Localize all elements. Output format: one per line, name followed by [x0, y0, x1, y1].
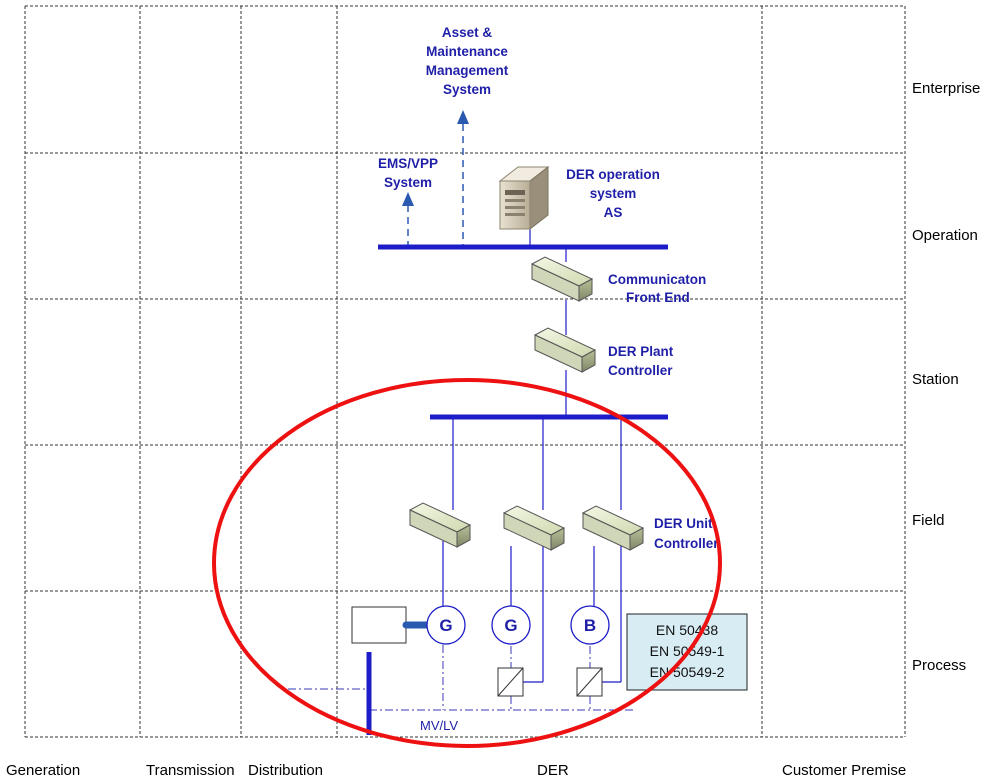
generator-2-label: G	[504, 616, 517, 635]
arrow-up-icon	[457, 110, 469, 124]
node-label-line: DER Plant	[608, 344, 674, 359]
node-label-line: DER operation	[566, 167, 660, 182]
network-links	[442, 228, 622, 683]
node-label-line: system	[590, 186, 637, 201]
ems-vpp-label: EMS/VPP System	[378, 156, 438, 190]
der-unit-controller-label: DER Unit Controller	[654, 516, 719, 551]
generator-unit-2: G	[491, 605, 531, 645]
inverter-2	[576, 667, 603, 697]
domain-label-generation: Generation	[6, 762, 80, 779]
domain-label-der: DER	[537, 762, 569, 779]
node-label-line: Front End	[626, 290, 690, 305]
node-label-line: AS	[604, 205, 623, 220]
zone-label-field: Field	[912, 512, 945, 529]
standard-item: EN 50438	[656, 622, 718, 638]
domain-label-distribution: Distribution	[248, 762, 323, 779]
generator-icon	[426, 605, 466, 645]
node-label-line: System	[443, 82, 491, 97]
node-label-line: Maintenance	[426, 44, 508, 59]
node-label-line: EMS/VPP	[378, 156, 438, 171]
der-plant-controller-label: DER Plant Controller	[608, 344, 674, 378]
standard-item: EN 50549-2	[650, 664, 725, 680]
zone-label-process: Process	[912, 657, 966, 674]
unit-controller-device	[502, 505, 566, 551]
generator-icon	[491, 605, 531, 645]
mvlv-label: MV/LV	[420, 718, 458, 733]
unit-controller-device	[408, 502, 472, 548]
zone-label-operation: Operation	[912, 227, 978, 244]
inverter-1	[497, 667, 524, 697]
battery-label: B	[584, 616, 596, 635]
highlight-ellipse	[212, 378, 722, 748]
der-operation-label: DER operation system AS	[566, 167, 660, 220]
zone-label-enterprise: Enterprise	[912, 80, 980, 97]
plant-controller-device	[533, 327, 597, 373]
domain-label-transmission: Transmission	[146, 762, 235, 779]
node-label-line: System	[384, 175, 432, 190]
comm-front-end-device	[530, 256, 594, 302]
node-label-line: Management	[426, 63, 509, 78]
generator-1-label: G	[439, 616, 452, 635]
battery-unit: B	[570, 605, 610, 645]
zone-grid	[24, 5, 906, 738]
asset-maintenance-label: Asset & Maintenance Management System	[426, 25, 509, 97]
node-label-line: DER Unit	[654, 516, 713, 531]
node-label-line: Asset &	[442, 25, 493, 40]
generator-unit-1: G	[426, 605, 466, 645]
process-connections	[288, 645, 636, 711]
grid-equipment-box	[351, 606, 407, 644]
arrow-up-icon	[402, 192, 414, 206]
domain-label-customer-premise: Customer Premise	[782, 762, 906, 779]
node-label-line: Controller	[654, 536, 719, 551]
node-label-line: Communicaton	[608, 272, 706, 287]
battery-icon	[570, 605, 610, 645]
comm-front-end-label: Communicaton Front End	[608, 272, 706, 305]
enterprise-uplinks	[402, 110, 469, 246]
node-label-line: Controller	[608, 363, 673, 378]
zone-label-station: Station	[912, 371, 959, 388]
server-icon	[498, 165, 550, 231]
unit-controller-device	[581, 505, 645, 551]
